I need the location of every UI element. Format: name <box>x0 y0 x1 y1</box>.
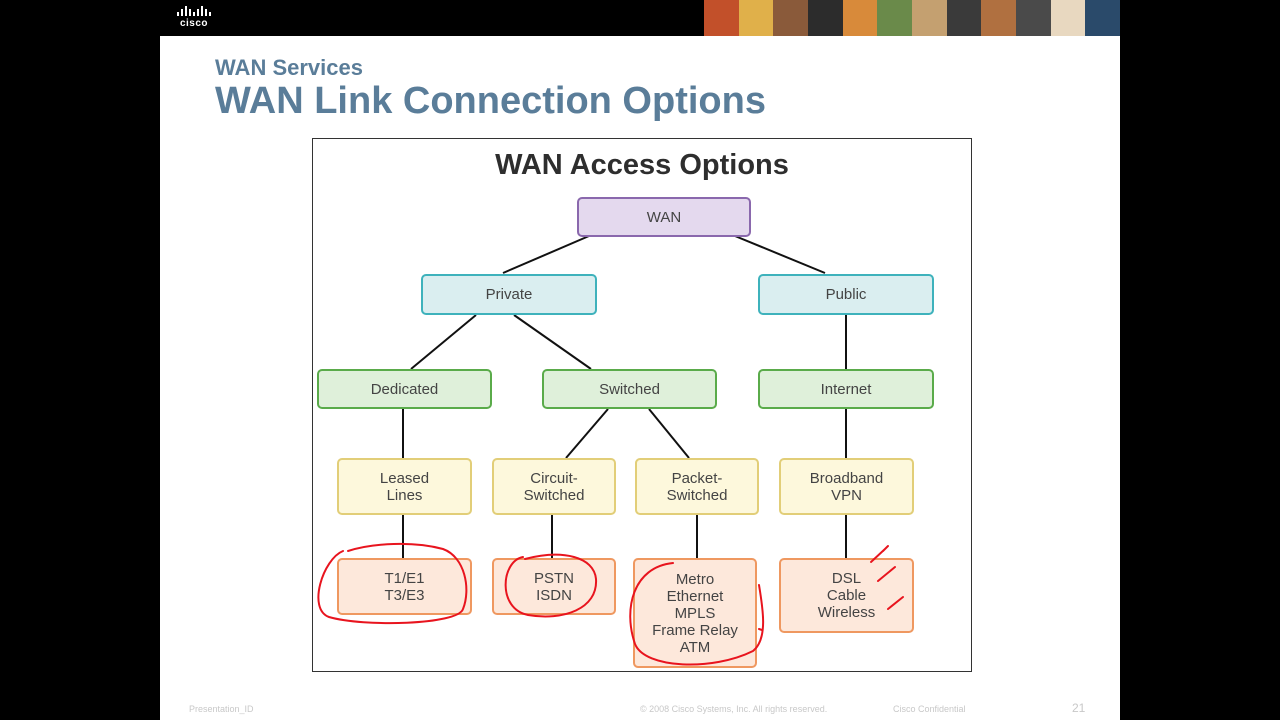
wan-access-diagram: WAN Access Options WAN Private Public De… <box>312 138 972 672</box>
annotation-dot <box>758 628 763 631</box>
node-private: Private <box>421 274 597 315</box>
annotation-tick-wireless <box>887 596 904 610</box>
node-dedicated: Dedicated <box>317 369 492 409</box>
header-photo-strip <box>704 0 1121 36</box>
header-photo-4 <box>808 0 843 36</box>
header-photo-2 <box>738 0 774 36</box>
handwritten-annotations <box>317 542 904 666</box>
header-photo-10 <box>1016 0 1051 36</box>
slide-title: WAN Link Connection Options <box>215 80 766 122</box>
annotation-tick-cable <box>877 566 896 582</box>
header-photo-11 <box>1050 0 1086 36</box>
annotation-circle-t1 <box>317 542 468 625</box>
connector-private-switched <box>513 314 592 370</box>
node-metro-ethernet: Metro Ethernet MPLS Frame Relay ATM <box>633 558 757 668</box>
node-circuit-switched: Circuit- Switched <box>492 458 616 515</box>
node-packet-switched: Packet- Switched <box>635 458 759 515</box>
footer-copyright: © 2008 Cisco Systems, Inc. All rights re… <box>640 704 828 714</box>
header-photo-3 <box>773 0 809 36</box>
slide-subtitle: WAN Services <box>215 55 363 80</box>
annotation-circle-pstn <box>504 553 598 618</box>
node-switched: Switched <box>542 369 717 409</box>
connector-switched-packet <box>648 408 690 459</box>
logo-text: cisco <box>179 18 209 29</box>
slide: cisco WAN Services WAN Link Connection O… <box>160 0 1121 720</box>
header-photo-8 <box>946 0 982 36</box>
node-leased-lines: Leased Lines <box>337 458 472 515</box>
annotation-tick-dsl <box>870 545 889 563</box>
connector-private-dedicated <box>410 314 477 370</box>
node-t1-e1: T1/E1 T3/E3 <box>337 558 472 615</box>
header-photo-5 <box>842 0 878 36</box>
node-internet: Internet <box>758 369 934 409</box>
footer-confidential: Cisco Confidential <box>893 704 966 714</box>
header-photo-9 <box>981 0 1017 36</box>
connector-wan-public <box>734 235 826 274</box>
connector-lines <box>402 235 847 558</box>
header-photo-1 <box>704 0 739 36</box>
connector-wan-private <box>502 235 590 274</box>
connector-switched-circuit <box>565 408 609 459</box>
cisco-logo: cisco <box>172 6 216 30</box>
page-number: 21 <box>1072 701 1086 715</box>
cisco-bars-icon <box>172 6 216 16</box>
annotation-circle-metro <box>629 562 765 666</box>
footer-presentation-id: Presentation_ID <box>189 704 254 714</box>
node-broadband-vpn: Broadband VPN <box>779 458 914 515</box>
node-wan: WAN <box>577 197 751 237</box>
diagram-title: WAN Access Options <box>495 149 789 181</box>
header-photo-12 <box>1085 0 1121 36</box>
header-photo-7 <box>912 0 947 36</box>
header-photo-6 <box>877 0 913 36</box>
node-public: Public <box>758 274 934 315</box>
header-bar: cisco <box>160 0 1121 36</box>
